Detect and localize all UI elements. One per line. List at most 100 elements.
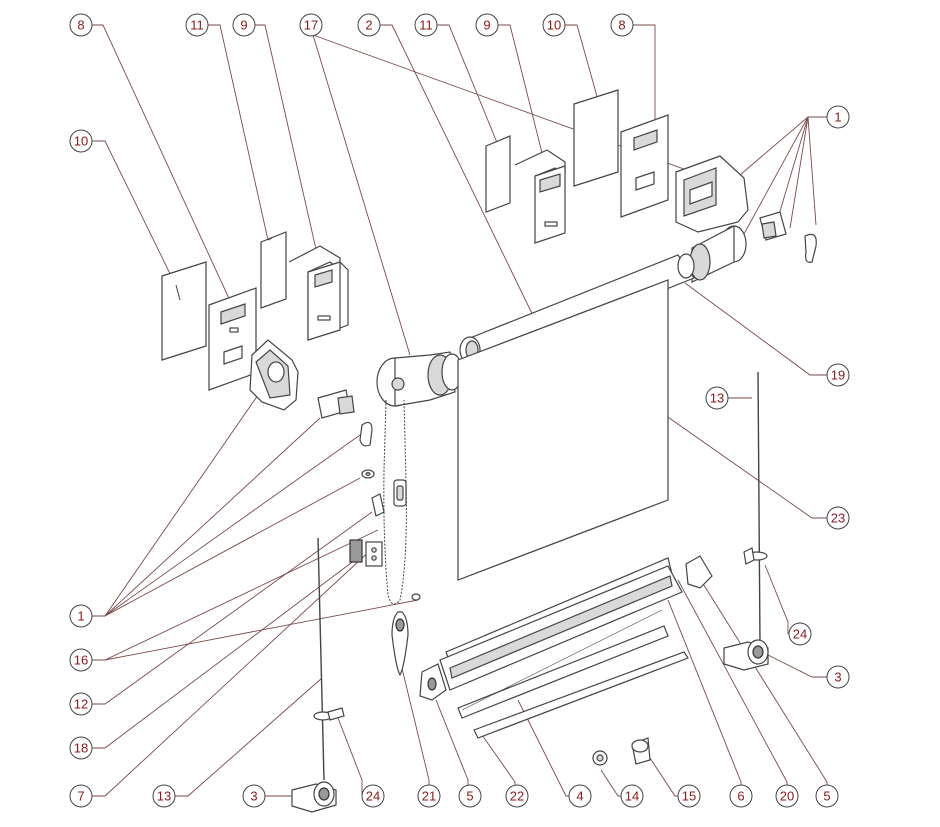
callout-8: 8 xyxy=(69,13,93,37)
callout-1: 1 xyxy=(69,604,93,628)
callout-label: 1 xyxy=(77,609,84,624)
left-clutch-block-1 xyxy=(317,389,355,419)
callout-18: 18 xyxy=(69,736,93,760)
callout-label: 20 xyxy=(780,789,794,804)
left-end-cap-housing-1 xyxy=(249,339,299,411)
left-tension-wire-13 xyxy=(317,537,325,781)
callout-15: 15 xyxy=(677,784,701,808)
callout-14: 14 xyxy=(620,784,644,808)
left-clip-9 xyxy=(288,245,349,341)
washer-14 xyxy=(592,750,608,766)
left-bracket-plate-8 xyxy=(208,287,257,391)
callout-label: 5 xyxy=(823,789,830,804)
base-profile-22 xyxy=(473,651,689,739)
callout-label: 24 xyxy=(366,789,380,804)
end-cap-left-5 xyxy=(419,663,447,701)
right-tension-wire-13 xyxy=(757,371,761,646)
callout-label: 4 xyxy=(576,789,583,804)
callout-22: 22 xyxy=(505,784,529,808)
left-fabric-insert-10 xyxy=(161,261,207,361)
left-washer-1 xyxy=(361,469,375,479)
callout-24: 24 xyxy=(788,622,812,646)
callout-label: 2 xyxy=(365,18,372,33)
callouts: 8 11 9 17 2 11 9 10 8 1 10 19 13 23 1 24… xyxy=(69,13,850,808)
right-tensioner-24 xyxy=(743,547,768,565)
callout-label: 5 xyxy=(466,789,473,804)
right-fabric-insert-10 xyxy=(573,89,619,187)
right-clip-small-1 xyxy=(804,233,817,263)
callout-12: 12 xyxy=(69,692,93,716)
callout-1: 1 xyxy=(826,105,850,129)
callout-11: 11 xyxy=(185,13,209,37)
callout-21: 21 xyxy=(417,784,441,808)
callout-8: 8 xyxy=(610,13,634,37)
callout-label: 14 xyxy=(625,789,639,804)
callout-label: 11 xyxy=(419,18,433,33)
callout-label: 13 xyxy=(157,789,171,804)
callout-7: 7 xyxy=(69,784,93,808)
callout-label: 23 xyxy=(831,511,845,526)
callout-label: 16 xyxy=(74,653,88,668)
cable-stop-15 xyxy=(631,737,651,765)
fabric-23 xyxy=(457,279,669,581)
callout-19: 19 xyxy=(826,363,850,387)
callout-4: 4 xyxy=(568,784,592,808)
callout-label: 3 xyxy=(250,789,257,804)
callout-20: 20 xyxy=(775,784,799,808)
callout-label: 8 xyxy=(618,18,625,33)
right-idle-end-1 xyxy=(689,225,747,283)
callout-label: 11 xyxy=(190,18,204,33)
callout-label: 19 xyxy=(831,368,845,383)
callout-label: 9 xyxy=(483,18,490,33)
callout-label: 17 xyxy=(304,18,318,33)
left-floor-bracket-3 xyxy=(291,781,337,813)
right-bracket-plate-8 xyxy=(620,114,669,218)
callout-24: 24 xyxy=(361,784,385,808)
callout-label: 9 xyxy=(240,18,247,33)
chain-guide-18 xyxy=(349,539,383,567)
callout-label: 24 xyxy=(793,627,807,642)
leader-lines xyxy=(92,24,828,797)
callout-10: 10 xyxy=(542,13,566,37)
right-clip-9 xyxy=(514,149,566,244)
callout-5: 5 xyxy=(815,784,839,808)
chain-weight-21 xyxy=(391,593,421,677)
callout-label: 15 xyxy=(682,789,696,804)
callout-17: 17 xyxy=(299,13,323,37)
bead-chain xyxy=(383,399,407,605)
right-end-cap-housing-1 xyxy=(675,155,749,233)
callout-10: 10 xyxy=(69,129,93,153)
callout-label: 7 xyxy=(77,789,84,804)
bottom-bar-6 xyxy=(439,557,683,691)
callout-11: 11 xyxy=(414,13,438,37)
callout-label: 12 xyxy=(74,697,88,712)
callout-label: 13 xyxy=(710,391,724,406)
callout-16: 16 xyxy=(69,648,93,672)
callout-2: 2 xyxy=(357,13,381,37)
callout-13: 13 xyxy=(152,784,176,808)
callout-5: 5 xyxy=(458,784,482,808)
callout-label: 22 xyxy=(510,789,524,804)
callout-label: 6 xyxy=(737,789,744,804)
end-cap-right-20 xyxy=(685,555,713,589)
callout-label: 3 xyxy=(834,670,841,685)
right-spacer-11 xyxy=(485,135,511,213)
callout-label: 18 xyxy=(74,741,88,756)
left-spacer-11 xyxy=(260,231,287,309)
callout-label: 10 xyxy=(74,134,88,149)
callout-6: 6 xyxy=(729,784,753,808)
callout-9: 9 xyxy=(232,13,256,37)
callout-label: 8 xyxy=(77,18,84,33)
callout-3: 3 xyxy=(826,665,850,689)
clutch-cone-17 xyxy=(376,351,463,407)
right-floor-bracket-3 xyxy=(723,639,769,671)
chain-connector-16 xyxy=(393,479,407,507)
callout-9: 9 xyxy=(475,13,499,37)
callout-label: 1 xyxy=(834,110,841,125)
brush-strip-4 xyxy=(457,609,669,719)
left-tensioner-24 xyxy=(313,707,345,721)
callout-23: 23 xyxy=(826,506,850,530)
chain-stop-12 xyxy=(371,493,385,517)
callout-label: 10 xyxy=(547,18,561,33)
